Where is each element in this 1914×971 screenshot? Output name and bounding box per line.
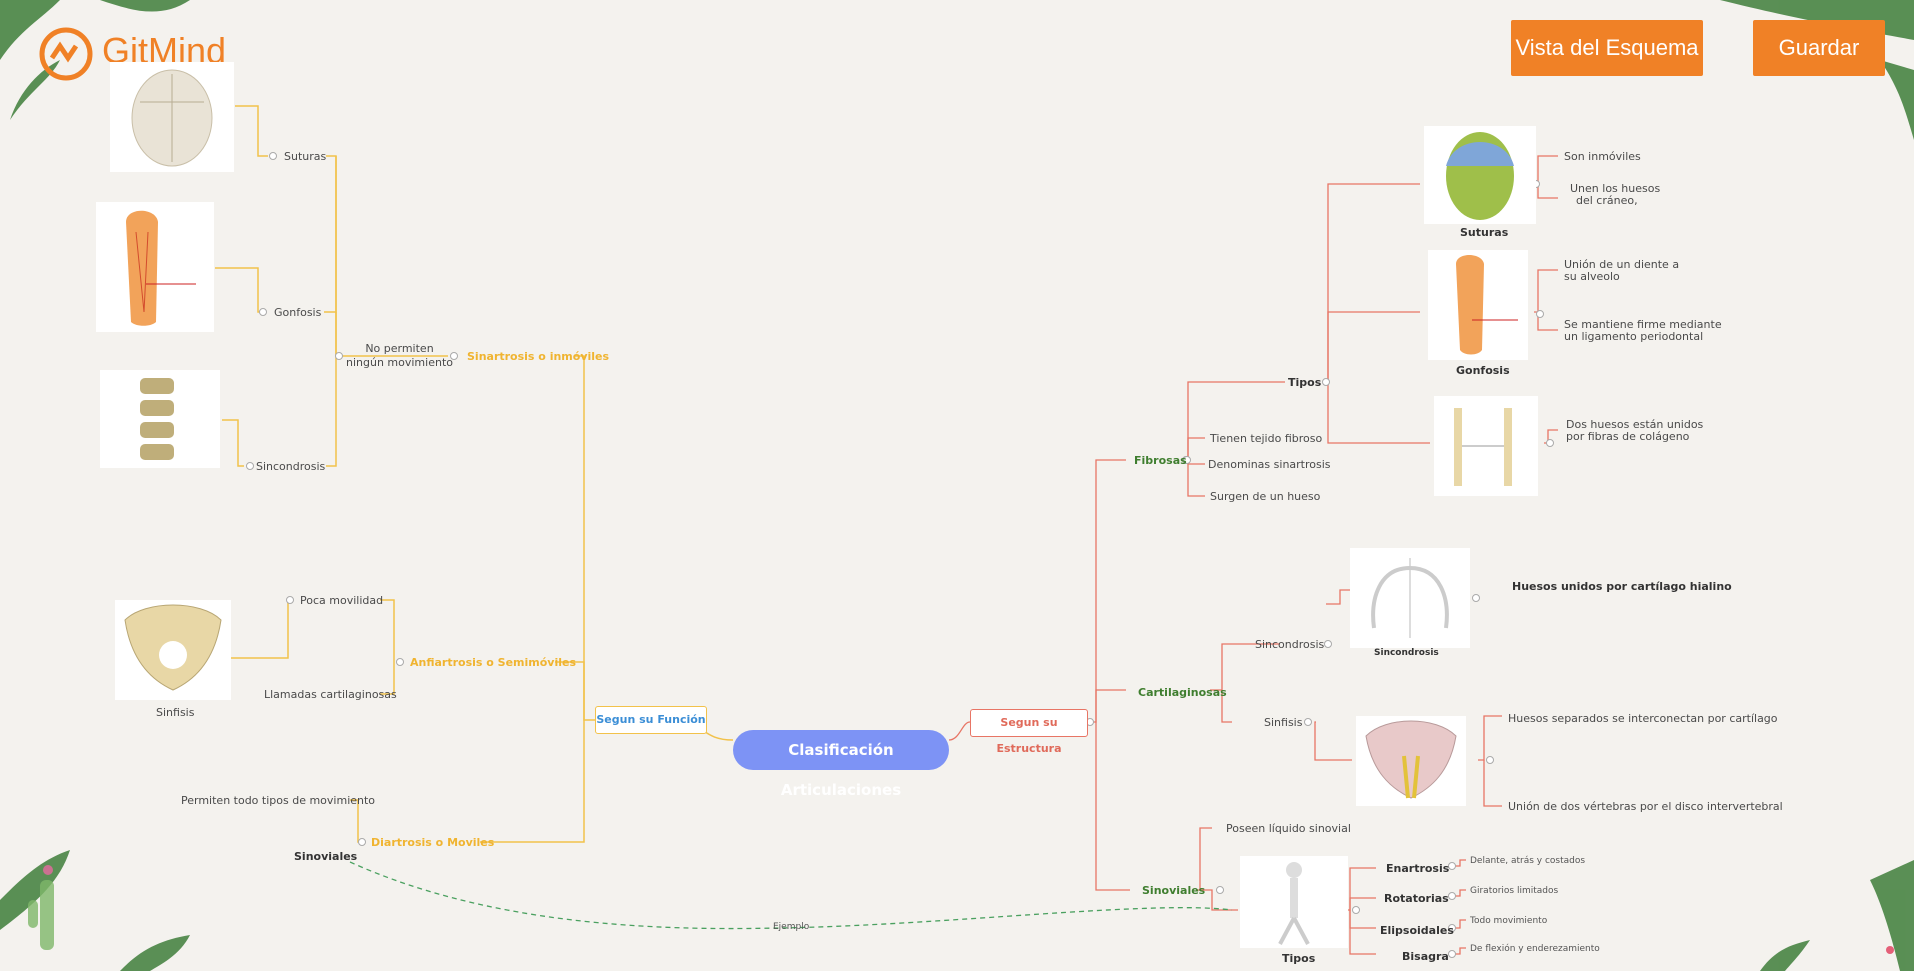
desc-line-2: ningún movimiento [346, 355, 453, 369]
node-rotatorias[interactable]: Rotatorias [1384, 892, 1449, 905]
gonfosis-caption: Gonfosis [1456, 364, 1510, 377]
node-fibrosas[interactable]: Fibrosas [1134, 454, 1187, 467]
node-sincondrosis-right[interactable]: Sincondrosis [1255, 638, 1325, 651]
node-sinfisis-right[interactable]: Sinfisis [1264, 716, 1303, 729]
outline-view-button[interactable]: Vista del Esquema [1511, 20, 1703, 76]
sinoviales-tipos-caption: Tipos [1282, 952, 1316, 965]
node-liquido-sinovial[interactable]: Poseen líquido sinovial [1226, 822, 1351, 835]
sinfisis-note-2[interactable]: Unión de dos vértebras por el disco inte… [1508, 800, 1783, 813]
node-bisagra[interactable]: Bisagra [1402, 950, 1449, 963]
pelvis-image [115, 600, 231, 700]
suturas-note-2[interactable]: Unen los huesos [1570, 182, 1661, 195]
node-segun-funcion[interactable]: Segun su Función [595, 706, 707, 734]
node-denominas-sinartrosis[interactable]: Denominas sinartrosis [1208, 458, 1331, 471]
suturas-caption: Suturas [1460, 226, 1509, 239]
sinfisis-caption-left: Sinfisis [156, 706, 195, 719]
node-sinoviales-left[interactable]: Sinoviales [294, 850, 358, 863]
node-llamadas-cartilaginosas[interactable]: Llamadas cartilaginosas [264, 688, 397, 701]
gonfosis-note-1[interactable]: Unión de un diente a [1564, 258, 1680, 271]
node-no-permiten[interactable]: No permiten ningún movimiento [346, 342, 453, 370]
sindesmosis-note-2[interactable]: por fibras de colágeno [1566, 430, 1690, 443]
sinfisis-note-1[interactable]: Huesos separados se interconectan por ca… [1508, 712, 1778, 725]
node-gonfosis-left[interactable]: Gonfosis [274, 306, 322, 319]
relation-label[interactable]: Ejemplo [773, 922, 810, 932]
tooth-image-right [1428, 250, 1528, 360]
elipsoidales-note[interactable]: Todo movimiento [1470, 916, 1548, 926]
suturas-note-3[interactable]: del cráneo, [1576, 194, 1638, 207]
tooth-image [96, 202, 214, 332]
gonfosis-note-4[interactable]: un ligamento periodontal [1564, 330, 1704, 343]
node-sincondrosis-left[interactable]: Sincondrosis [256, 460, 326, 473]
ribcage-image [1350, 548, 1470, 648]
desc-line-1: No permiten [365, 342, 434, 355]
node-permiten-movimiento[interactable]: Permiten todo tipos de movimiento [181, 794, 376, 807]
gitmind-logo-icon [39, 27, 93, 81]
spine-image [100, 370, 220, 468]
node-suturas-left[interactable]: Suturas [284, 150, 327, 163]
node-tejido-fibroso[interactable]: Tienen tejido fibroso [1210, 432, 1323, 445]
sindesmosis-note-1[interactable]: Dos huesos están unidos [1566, 418, 1704, 431]
node-enartrosis[interactable]: Enartrosis [1386, 862, 1450, 875]
skeleton-joints-image [1240, 856, 1348, 948]
node-sinoviales-right[interactable]: Sinoviales [1142, 884, 1206, 897]
node-cartilaginosas[interactable]: Cartilaginosas [1138, 686, 1227, 699]
gonfosis-note-2[interactable]: su alveolo [1564, 270, 1620, 283]
node-sinartrosis[interactable]: Sinartrosis o inmóviles [467, 350, 610, 363]
enartrosis-note[interactable]: Delante, atrás y costados [1470, 856, 1586, 866]
node-segun-estructura[interactable]: Segun su Estructura [970, 709, 1088, 755]
sincondrosis-caption: Sincondrosis [1374, 648, 1439, 658]
gonfosis-note-3[interactable]: Se mantiene firme mediante [1564, 318, 1722, 331]
node-poca-movilidad[interactable]: Poca movilidad [300, 594, 384, 607]
sincondrosis-note[interactable]: Huesos unidos por cartílago hialino [1512, 580, 1732, 593]
forearm-bones-image [1434, 396, 1538, 496]
node-surgen-hueso[interactable]: Surgen de un hueso [1210, 490, 1321, 503]
node-elipsoidales[interactable]: Elipsoidales [1380, 924, 1454, 937]
bisagra-note[interactable]: De flexión y enderezamiento [1470, 944, 1600, 954]
pelvis-image-right [1356, 716, 1466, 806]
skull-color-image [1424, 126, 1536, 224]
save-button[interactable]: Guardar [1753, 20, 1885, 76]
node-tipos-fibrosas[interactable]: Tipos [1288, 376, 1322, 389]
central-node[interactable]: Clasificación Articulaciones [733, 730, 949, 799]
node-diartrosis[interactable]: Diartrosis o Moviles [371, 836, 495, 849]
node-anfiartrosis[interactable]: Anfiartrosis o Semimóviles [410, 656, 577, 669]
rotatorias-note[interactable]: Giratorios limitados [1470, 886, 1559, 896]
suturas-note-1[interactable]: Son inmóviles [1564, 150, 1641, 163]
skull-image [110, 62, 234, 172]
